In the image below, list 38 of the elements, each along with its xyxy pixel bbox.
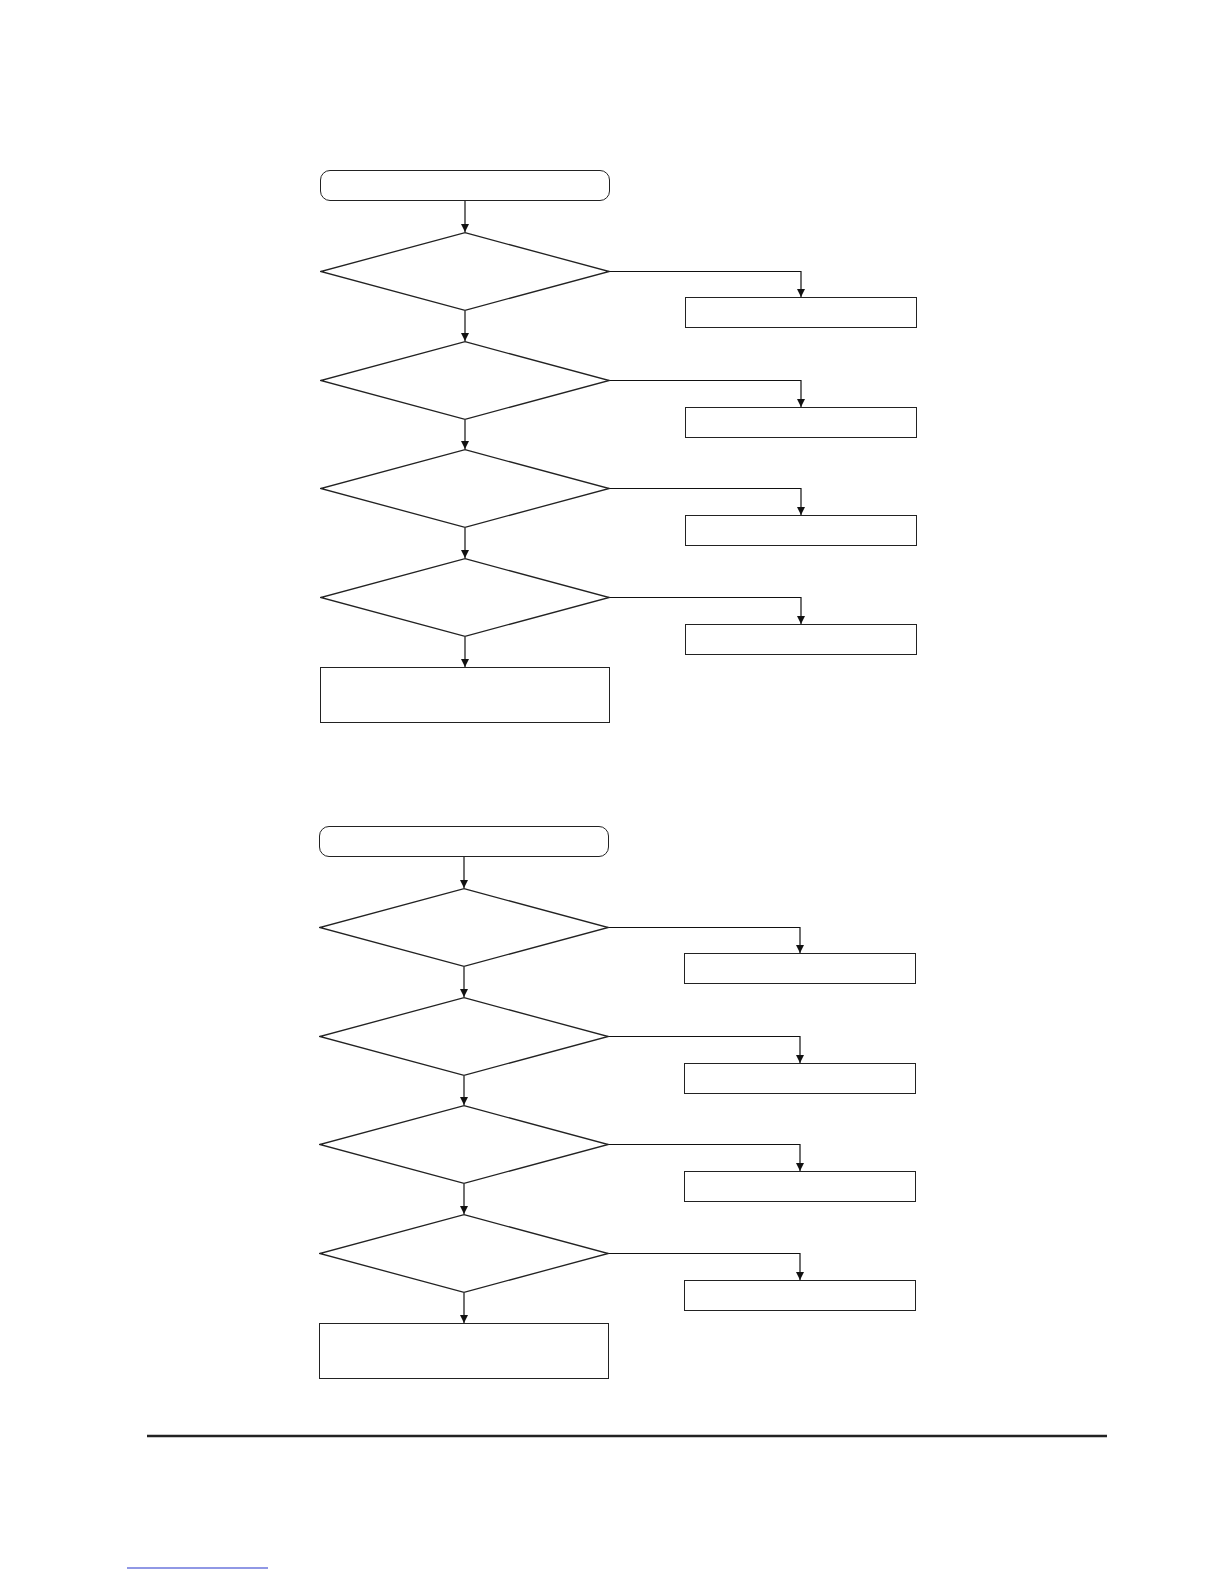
process-box (684, 953, 916, 984)
decision-diamond (319, 1214, 609, 1293)
decision-diamond (320, 232, 610, 311)
decision-diamond (320, 449, 610, 528)
arrow (609, 487, 805, 516)
process-box (684, 1171, 916, 1202)
arrow (608, 1252, 804, 1281)
arrow (608, 1035, 804, 1064)
arrow (608, 926, 804, 954)
process-box (685, 624, 917, 655)
process-box (684, 1063, 916, 1094)
process-box (685, 407, 917, 438)
arrow (460, 1183, 468, 1215)
arrow (461, 419, 469, 450)
arrow (461, 200, 469, 233)
arrow (609, 596, 805, 625)
decision-diamond (320, 341, 610, 420)
process-box (684, 1280, 916, 1311)
arrow (461, 527, 469, 559)
process-box (320, 667, 610, 723)
arrow (460, 1292, 468, 1324)
start-terminal (320, 170, 610, 201)
process-box (685, 297, 917, 328)
arrow (460, 1075, 468, 1106)
arrow (460, 966, 468, 998)
decision-diamond (319, 1105, 609, 1184)
arrow (460, 856, 468, 889)
process-box (685, 515, 917, 546)
decision-diamond (320, 558, 610, 637)
process-box (319, 1323, 609, 1379)
start-terminal (319, 826, 609, 857)
arrow (609, 379, 805, 408)
arrow (461, 636, 469, 668)
arrow (461, 310, 469, 342)
decision-diamond (319, 997, 609, 1076)
arrow (608, 1143, 804, 1172)
arrow (609, 270, 805, 298)
decision-diamond (319, 888, 609, 967)
